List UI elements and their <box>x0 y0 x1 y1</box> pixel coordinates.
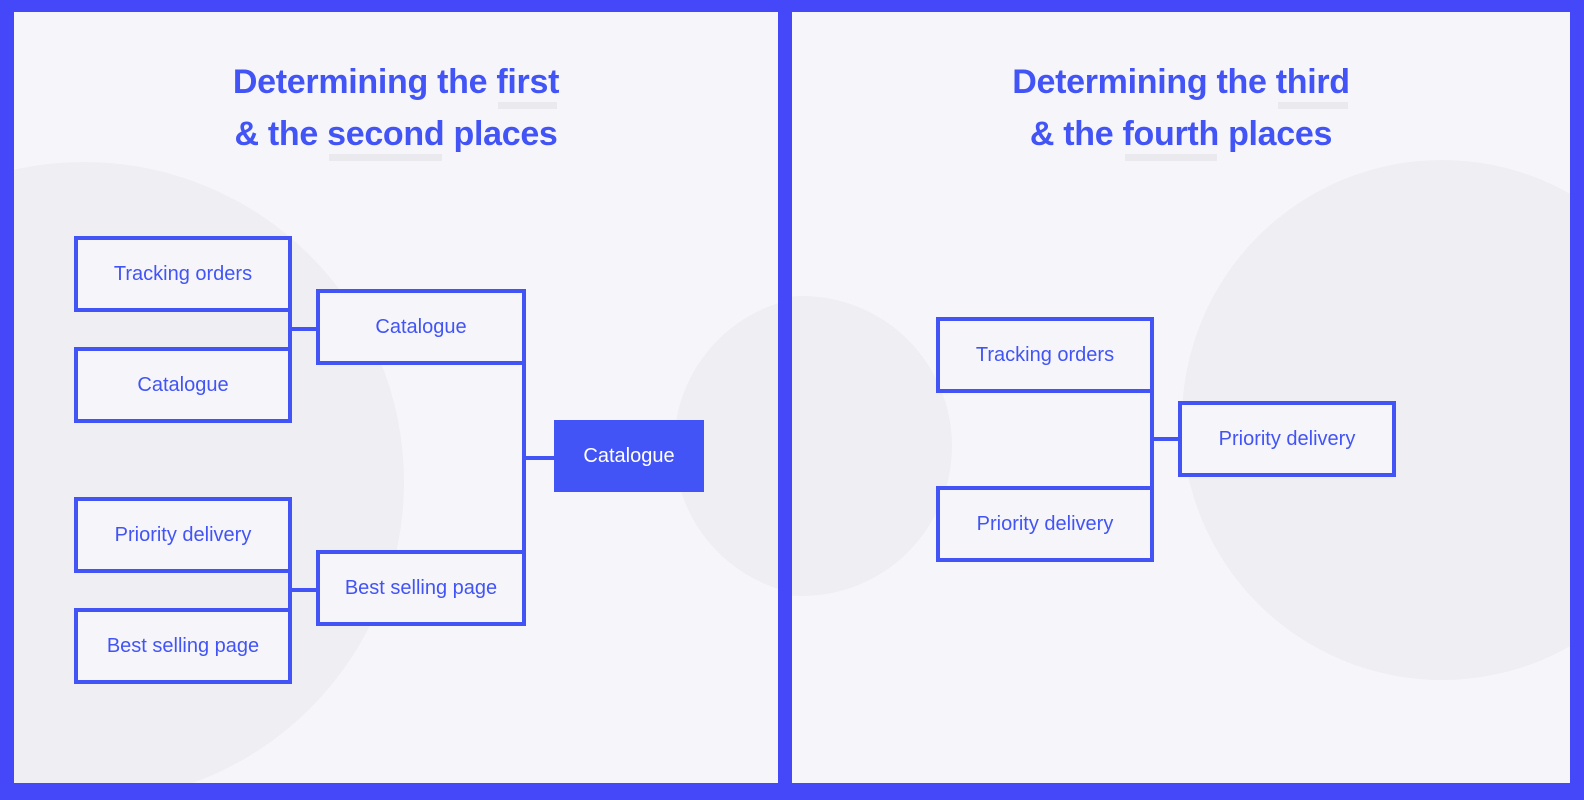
panel-title-right-line2: & the fourth places <box>792 108 1570 161</box>
panel-third-fourth-places: Determining the third & the fourth place… <box>792 12 1570 783</box>
title-right-line2-text: & the <box>1029 115 1123 153</box>
bracket-node-label: Best selling page <box>106 635 260 657</box>
bracket-node-r1-3[interactable]: Priority delivery <box>74 497 292 573</box>
bracket-node-r1-1[interactable]: Tracking orders <box>936 317 1154 393</box>
title-left-line2-suffix: places <box>444 115 558 153</box>
bracket-node-r2-2[interactable]: Best selling page <box>316 550 526 626</box>
bracket-node-r1-2[interactable]: Catalogue <box>74 347 292 423</box>
title-right-line2-suffix: places <box>1218 115 1333 153</box>
bracket-connector-stub-r1-pair1 <box>288 327 316 331</box>
bracket-node-winner[interactable]: Catalogue <box>554 420 704 492</box>
bracket-connector-stub-r1 <box>1150 437 1178 441</box>
panel-first-second-places: Determining the first & the second place… <box>14 12 778 783</box>
bracket-node-r1-1[interactable]: Tracking orders <box>74 236 292 312</box>
bracket-node-label: Tracking orders <box>975 344 1115 366</box>
panel-title-right: Determining the third & the fourth place… <box>792 56 1570 161</box>
bracket-node-label: Priority delivery <box>976 513 1114 535</box>
title-right-line1-text: Determining the <box>1012 63 1276 101</box>
title-left-line2-text: & the <box>234 115 328 153</box>
title-left-line1-text: Determining the <box>232 63 497 101</box>
panel-title-left-line1: Determining the first <box>14 56 778 109</box>
panel-title-left: Determining the first & the second place… <box>14 56 778 161</box>
title-left-highlight-first: first <box>496 56 559 109</box>
bracket-node-r1-4[interactable]: Best selling page <box>74 608 292 684</box>
bracket-node-label: Tracking orders <box>113 263 253 285</box>
bracket-node-label: Priority delivery <box>114 524 252 546</box>
panel-title-left-line2: & the second places <box>14 108 778 161</box>
bracket-node-r1-2[interactable]: Priority delivery <box>936 486 1154 562</box>
bracket-node-label: Catalogue <box>137 374 229 396</box>
panel-title-right-line1: Determining the third <box>792 56 1570 109</box>
bracket-node-r2-1[interactable]: Catalogue <box>316 289 526 365</box>
title-right-highlight-fourth: fourth <box>1123 108 1219 161</box>
title-left-highlight-second: second <box>327 108 445 161</box>
bracket-connector-stub-final <box>522 456 554 460</box>
bracket-node-label: Best selling page <box>344 577 498 599</box>
bracket-connector-stub-r1-pair2 <box>288 588 316 592</box>
bracket-node-r2-1[interactable]: Priority delivery <box>1178 401 1396 477</box>
title-right-highlight-third: third <box>1276 56 1350 109</box>
bracket-node-label: Priority delivery <box>1218 428 1356 450</box>
bracket-node-label: Catalogue <box>375 316 467 338</box>
bracket-node-label: Catalogue <box>583 445 675 467</box>
